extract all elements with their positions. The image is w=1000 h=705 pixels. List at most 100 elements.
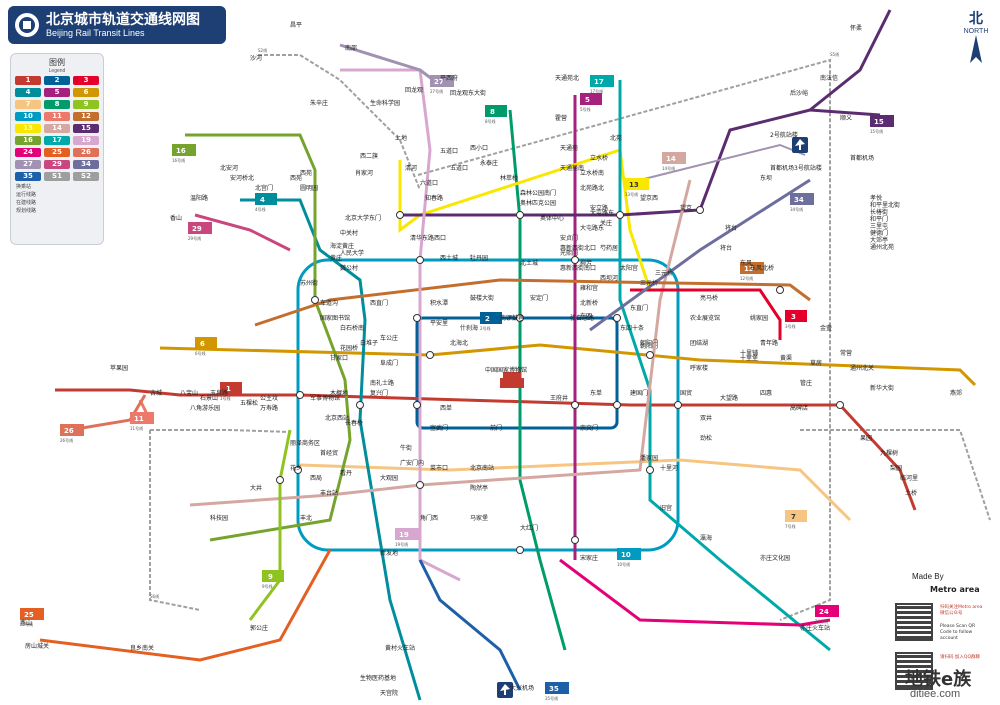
- station-label-linkong: 林萃桥: [500, 174, 518, 182]
- station-label-shilipu: 十里堡: [740, 354, 758, 362]
- line-caption-line34: 34号线: [790, 206, 803, 212]
- station-label-airport2: 2号航站楼: [770, 131, 798, 139]
- station-label-niujie: 牛街: [400, 444, 412, 452]
- station-label-mudanyuan: 牡丹园: [470, 254, 488, 262]
- station-label-dongba: 东坝: [760, 174, 772, 182]
- station-label-liufang: 柳芳: [580, 259, 592, 267]
- line-16: [185, 133, 352, 542]
- badge-line-3: 3: [791, 313, 796, 321]
- station-label-hujialou: 呼家楼: [690, 364, 708, 372]
- station-label-nanluoguxiang: 南锣鼓巷: [500, 314, 524, 322]
- station-label-fuchengmen: 阜成门: [380, 359, 398, 367]
- station-label-chaoyangmen: 朝阳门: [640, 339, 658, 347]
- legend-line-35: 35: [15, 172, 41, 181]
- watermark-en: ditiee.com: [910, 688, 961, 700]
- station-label-jiaomen: 角门西: [420, 514, 438, 522]
- line-15-north: [809, 9, 892, 112]
- station-label-jinsong: 劲松: [700, 434, 712, 442]
- legend-line-17: 17: [44, 136, 70, 145]
- qr-code-qq[interactable]: [895, 652, 933, 690]
- map-title-cn: 北京城市轨道交通线网图: [46, 11, 200, 28]
- legend-symbol-1: 运行线路: [16, 192, 37, 198]
- legend-line-2: 2: [44, 76, 70, 85]
- station-label-junshibowuguan: 军事博物馆: [310, 394, 340, 402]
- station-label-guangximen: 光熙门: [560, 249, 578, 257]
- legend-line-4: 4: [15, 88, 41, 97]
- legend-line-1: 1: [15, 76, 41, 85]
- legend-line-7: 7: [15, 100, 41, 109]
- line-29: [194, 213, 291, 252]
- station-label-huixinxijie: 惠新西街南口: [560, 264, 596, 272]
- station-label-baiwanzhuang: 白堆子: [360, 339, 378, 347]
- station-label-xiju: 西局: [310, 475, 322, 482]
- badge-line-17: 17: [594, 78, 604, 86]
- qr-code-wechat[interactable]: [895, 603, 933, 641]
- tiananmen-marker: [500, 372, 524, 388]
- s-line-s6: [149, 430, 201, 611]
- line-4: [240, 198, 422, 701]
- station-label-wudaokoub: 五道口: [450, 164, 468, 172]
- station-label-xuanwumen: 宣武门: [430, 424, 448, 432]
- station-label-konggang: 首都机场: [850, 154, 874, 162]
- line-1: [55, 388, 917, 511]
- line-caption-line6: 6号线: [195, 350, 206, 356]
- brand-label: Metro area: [930, 585, 980, 594]
- station-label-fangshan: 房山城关: [25, 642, 49, 650]
- line-15: [400, 108, 881, 217]
- legend-line-24: 24: [15, 148, 41, 157]
- station-label-sanlitun: 三里屯: [870, 222, 888, 230]
- station-label-shichahai: 什刹海: [460, 324, 478, 332]
- badge-line-10: 10: [621, 551, 631, 559]
- daxing-airport-icon: [497, 682, 513, 698]
- station-label-tongzhou: 通州北关: [850, 364, 874, 372]
- station-label-xiangshan: 香山: [170, 214, 182, 222]
- legend-line-6: 6: [73, 88, 99, 97]
- station-label-chongwenmen: 崇文门: [580, 424, 598, 432]
- station-label-xiyuanlu: 西苑: [290, 174, 302, 182]
- line-caption-line27: 27号线: [430, 88, 443, 94]
- station-label-guomao: 国贸: [680, 389, 692, 397]
- interchange-stations: [276, 206, 844, 554]
- line-3: [630, 288, 782, 340]
- station-label-babaoshan: 八宝山: [180, 389, 198, 397]
- station-label-dajiaochang: 大井: [250, 484, 262, 492]
- station-label-taoranting: 陶然亭: [470, 484, 488, 492]
- station-label-andingmen: 安定门: [530, 294, 548, 302]
- station-label-xinhua: 新华大街: [870, 384, 894, 392]
- station-label-dajiaoting: 大郊亭: [870, 236, 888, 244]
- qr2-caption: 请扫码 加入QQ群聊: [940, 655, 981, 660]
- legend-symbol-3: 规划线路: [16, 208, 37, 214]
- line-caption-line8: 8号线: [485, 118, 496, 124]
- station-label-yuanmingyuan: 圆明园: [300, 185, 318, 192]
- line-caption-line13: 13号线: [625, 191, 638, 197]
- legend-symbols: 换乘站运行线路在建线路规划线路: [11, 181, 103, 217]
- station-label-shaoyaoju: 芍药居: [600, 244, 618, 252]
- station-label-renmindaxue: 人民大学: [340, 249, 364, 257]
- station-label-pinganli: 平安里: [430, 319, 448, 327]
- line-caption-line7: 7号线: [785, 523, 796, 529]
- station-label-caofang: 草房: [810, 359, 822, 367]
- station-label-kejiyuan: 科技园: [210, 514, 228, 522]
- station-label-jinan: 旧宫: [660, 504, 672, 512]
- airport-icon: [792, 137, 808, 153]
- station-label-bajiao: 八角游乐园: [190, 404, 220, 412]
- station-label-yizhuangwen: 亦庄文化园: [760, 554, 790, 562]
- line-6: [159, 343, 977, 387]
- station-label-yuquanlu: 玉泉路: [210, 389, 228, 397]
- legend-line-14: 14: [44, 124, 70, 133]
- legend-line-13: 13: [15, 124, 41, 133]
- station-label-airport: 首都机场3号航站楼: [770, 164, 822, 172]
- station-label-tiantongyuanb: 天通苑: [560, 144, 578, 152]
- station-label-lize: 丽泽商务区: [290, 439, 320, 447]
- line-caption-s6: S6线: [150, 593, 159, 599]
- line-caption-line5: 5号线: [580, 106, 591, 112]
- badge-line-4: 4: [260, 196, 265, 204]
- legend-line-9: 9: [73, 100, 99, 109]
- line-34: [589, 178, 811, 332]
- badge-line-12: 12: [744, 265, 754, 273]
- badge-line-35: 35: [549, 685, 559, 693]
- line-13: [398, 148, 652, 291]
- station-label-liangxiang: 良乡南关: [130, 644, 154, 652]
